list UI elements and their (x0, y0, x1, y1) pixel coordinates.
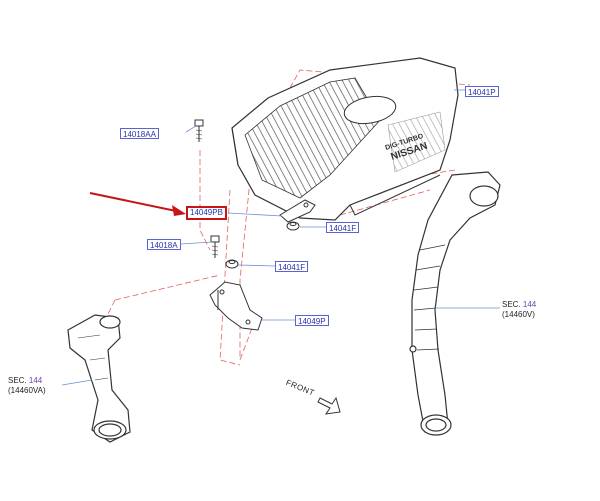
section-part-left: (14460VA) (8, 386, 46, 395)
section-part-right: (14460V) (502, 310, 535, 319)
bracket-upper (279, 199, 316, 223)
callout-14049p[interactable]: 14049P (295, 315, 329, 326)
section-prefix-right: SEC. (502, 300, 521, 309)
bolt-top-left (194, 119, 204, 142)
callout-14041p[interactable]: 14041P (465, 86, 499, 97)
intake-hose-right (409, 171, 501, 436)
section-ref-right[interactable]: SEC. 144 (14460V) (502, 300, 536, 320)
bolt-lower-left (210, 235, 220, 258)
leader-lines (61, 89, 500, 386)
callout-14049pb-selected[interactable]: 14049PB (186, 206, 227, 220)
section-number-right: 144 (522, 300, 537, 309)
callout-14041f-upper[interactable]: 14041F (326, 222, 360, 233)
highlight-arrow (89, 192, 186, 216)
grommet-lower (225, 259, 239, 269)
grommet-upper (286, 221, 300, 231)
intake-duct-left (67, 314, 131, 443)
front-arrow-icon (317, 396, 341, 415)
section-prefix-left: SEC. (8, 376, 27, 385)
section-number-left: 144 (28, 376, 43, 385)
callout-14018aa[interactable]: 14018AA (120, 128, 159, 139)
section-ref-left[interactable]: SEC. 144 (14460VA) (8, 376, 46, 396)
callout-14018a[interactable]: 14018A (147, 239, 181, 250)
bracket-lower (209, 281, 263, 331)
callout-14041f-lower[interactable]: 14041F (275, 261, 309, 272)
engine-cover: DIG-TURBO NISSAN (231, 57, 459, 221)
